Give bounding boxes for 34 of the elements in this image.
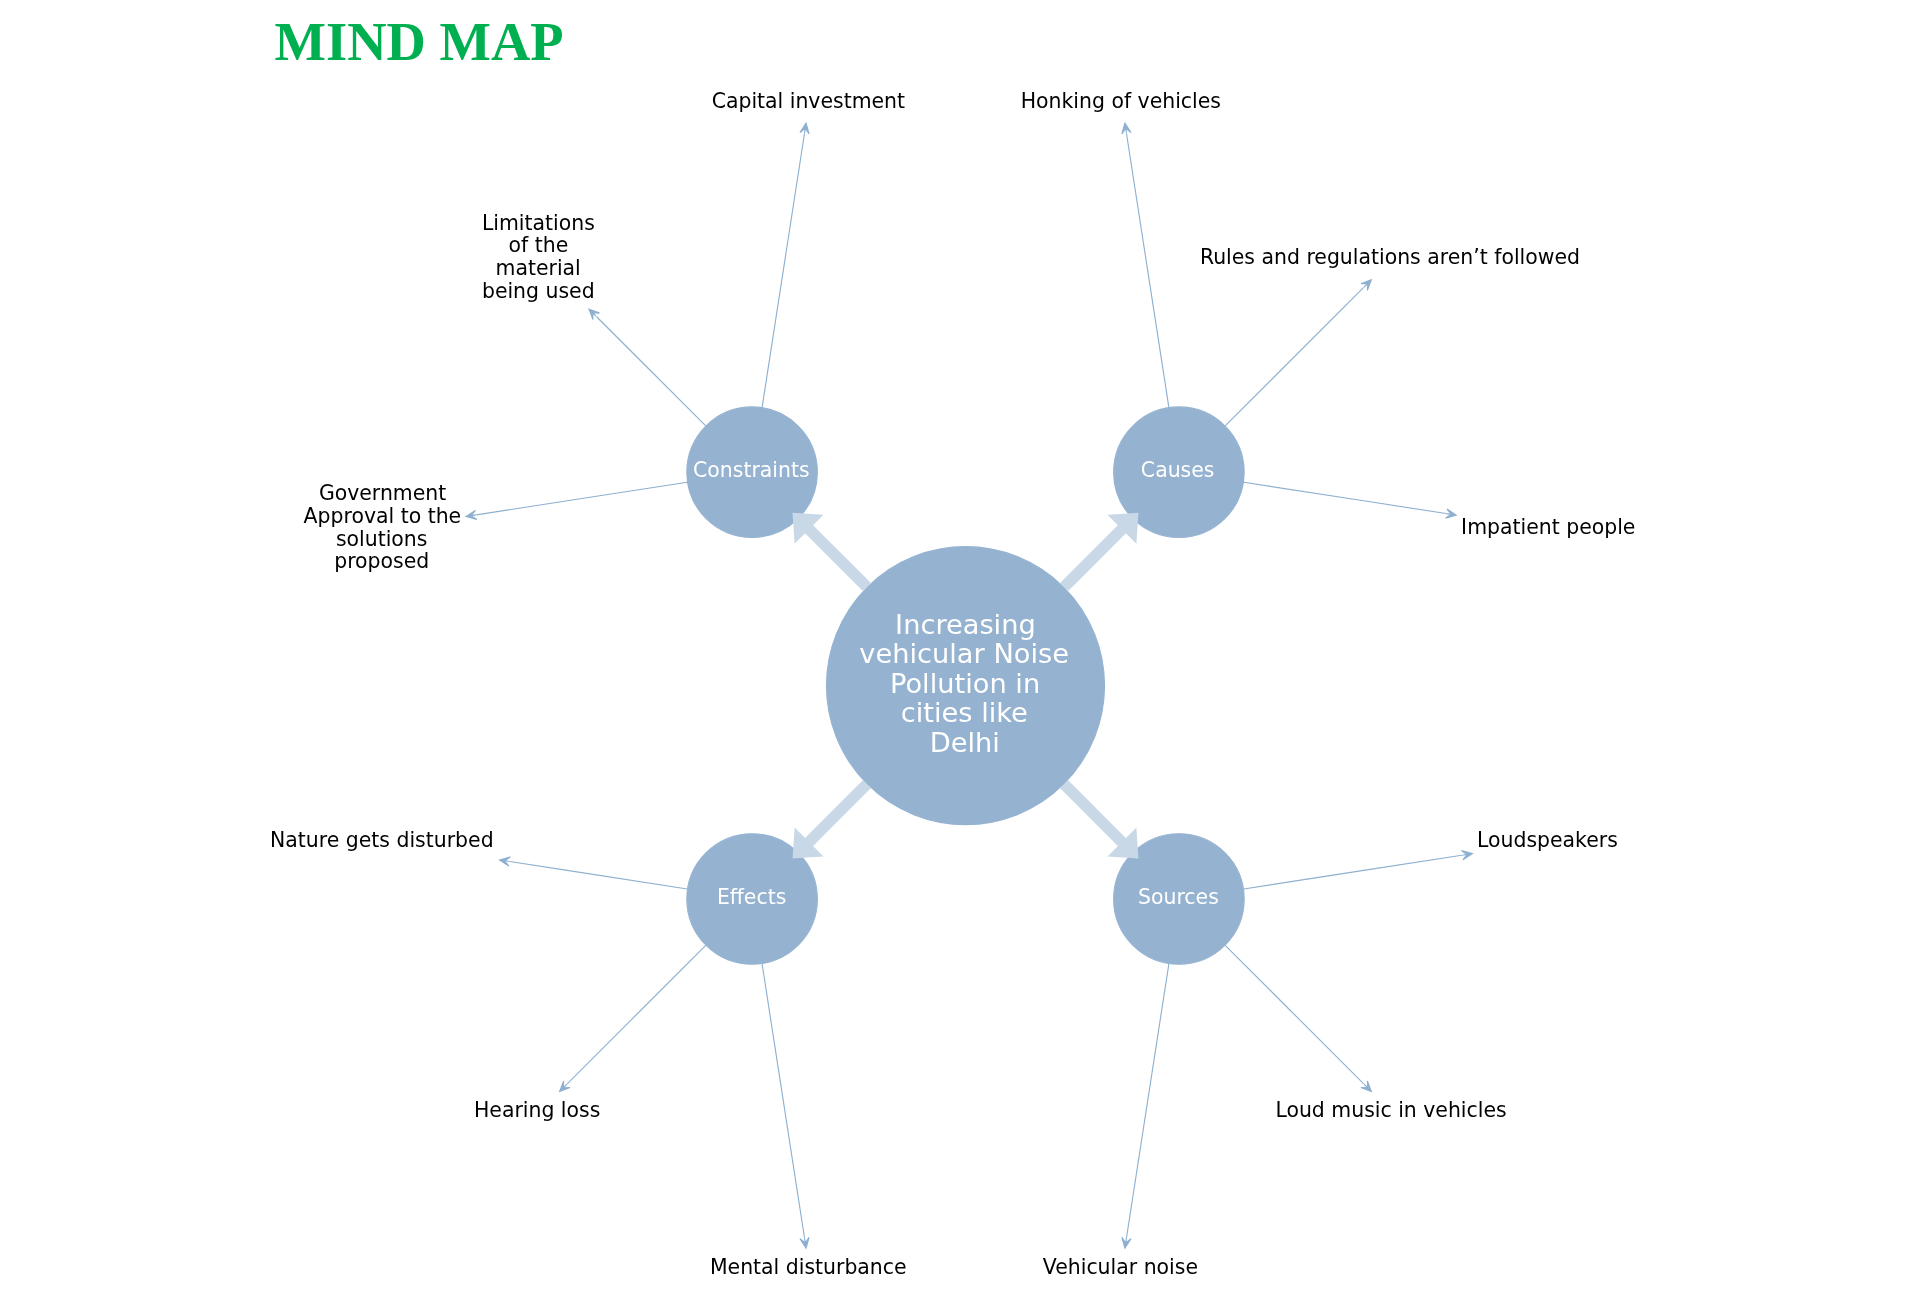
arrow <box>1059 780 1138 859</box>
arrow <box>1242 850 1473 890</box>
arrow <box>1224 944 1372 1093</box>
node-circle: Constraints <box>685 406 818 539</box>
arrow <box>761 963 810 1249</box>
node-text: Capital investment <box>711 88 905 113</box>
arrow <box>587 308 706 427</box>
arrow <box>1120 122 1169 408</box>
node-text: Rules and regulations aren’t followed <box>1199 244 1580 269</box>
node-text: Honking of vehicles <box>1020 88 1221 113</box>
node-circle: Increasing vehicular Noise Pollution in cities like Delhi <box>825 546 1105 826</box>
arrow <box>1120 963 1169 1249</box>
diagram-title: MIND MAP <box>274 10 564 72</box>
node-text: Vehicular noise <box>1042 1254 1198 1279</box>
arrow <box>792 780 871 859</box>
node-text: Limitations of the material being used <box>481 210 595 303</box>
node-text: Government Approval to the solutions proposed <box>303 481 461 574</box>
node-text: Hearing loss <box>473 1098 600 1123</box>
node-text: Nature gets disturbed <box>269 827 494 852</box>
node-text: Loudspeakers <box>1476 827 1618 852</box>
node-text: Impatient people <box>1460 515 1635 540</box>
arrow <box>558 944 706 1093</box>
arrow <box>498 856 688 890</box>
arrow <box>1059 512 1138 592</box>
node-text: Loud music in vehicles <box>1274 1098 1507 1123</box>
arrow <box>1224 279 1372 427</box>
arrow <box>792 512 871 592</box>
node-circle: Causes <box>1112 406 1245 539</box>
arrow <box>1242 481 1457 519</box>
node-circle: Effects <box>685 833 818 965</box>
arrow <box>761 122 810 408</box>
node-circle: Sources <box>1112 833 1245 965</box>
node-text: Mental disturbance <box>709 1254 907 1279</box>
arrow <box>464 481 688 520</box>
